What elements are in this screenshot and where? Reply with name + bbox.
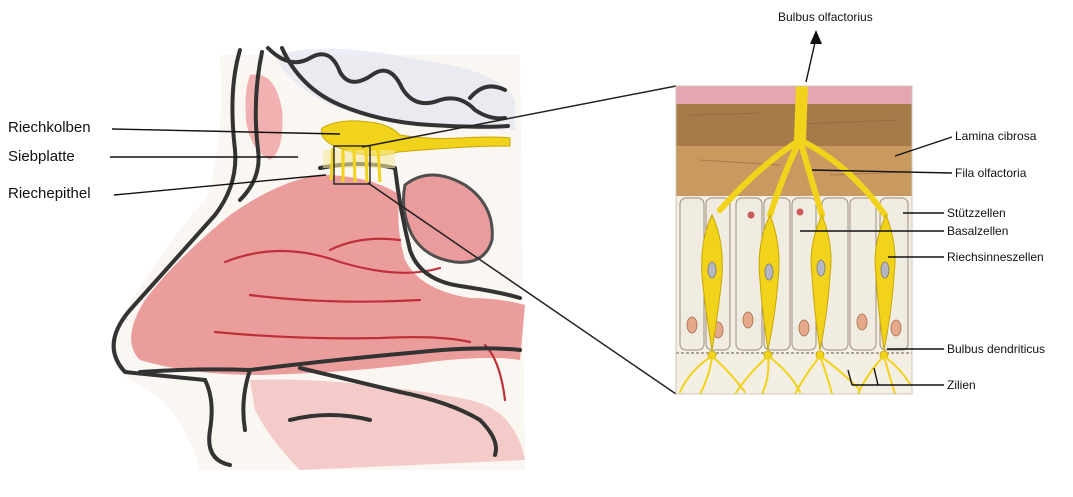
- epithelium-detail-panel: [676, 86, 912, 394]
- label-bulbus-olfactorius: Bulbus olfactorius: [778, 10, 873, 24]
- label-zilien: Zilien: [947, 378, 976, 392]
- label-siebplatte: Siebplatte: [8, 148, 75, 165]
- label-lamina-cibrosa: Lamina cibrosa: [955, 129, 1036, 143]
- label-riechepithel: Riechepithel: [8, 185, 91, 202]
- label-riechkolben: Riechkolben: [8, 119, 91, 136]
- label-riechsinneszellen: Riechsinneszellen: [947, 250, 1044, 264]
- lamina-band: [676, 104, 912, 146]
- label-fila-olfactoria: Fila olfactoria: [955, 166, 1026, 180]
- label-bulbus-dendriticus: Bulbus dendriticus: [947, 342, 1045, 356]
- label-stuetzzellen: Stützzellen: [947, 206, 1006, 220]
- nose-cross-section: [112, 48, 525, 470]
- top-band: [676, 86, 912, 104]
- label-basalzellen: Basalzellen: [947, 224, 1008, 238]
- arrow-head: [810, 30, 822, 44]
